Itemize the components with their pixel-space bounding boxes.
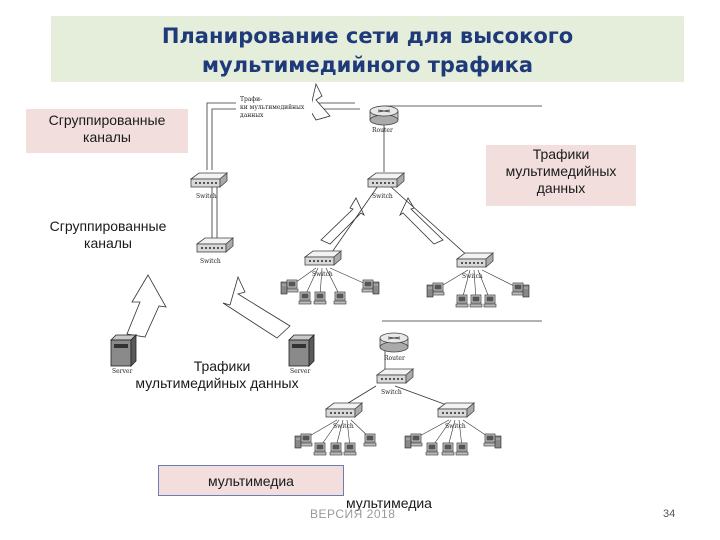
page-number: 34: [663, 508, 676, 520]
label-line: Трафики: [532, 146, 590, 162]
slide-title-line-1: Планирование сети для высокого: [161, 24, 574, 48]
svg-text:Трафи-: Трафи-: [240, 96, 262, 103]
grouped-channels-label-mid: Сгруппированные каналы: [38, 218, 178, 252]
multimedia-traffic-label-right: Трафики мультимедийных данных: [486, 145, 636, 206]
switch-icon: [325, 402, 363, 418]
traffic-arrows-upper: [320, 197, 444, 245]
label-line: Сгруппированные: [49, 218, 167, 234]
workstation-group: [294, 433, 377, 456]
switch-icon: [367, 172, 405, 188]
router-icon: [379, 332, 409, 353]
svg-text:Switch: Switch: [381, 389, 402, 396]
switch-icon: [376, 368, 414, 384]
multimedia-label-bottom: мультимедиа: [346, 495, 432, 511]
multimedia-box: мультимедиа: [158, 465, 344, 496]
svg-text:Switch: Switch: [200, 258, 221, 265]
svg-text:Switch: Switch: [462, 273, 483, 280]
traffic-lightning-icon: [309, 82, 331, 121]
switch-icon: [437, 402, 475, 418]
router-icon: [369, 105, 399, 126]
grouped-channels-label-top: Сгруппированные каналы: [26, 109, 188, 153]
switch-icon: [456, 252, 494, 268]
label-line: Трафики: [193, 358, 251, 374]
footer-version: ВЕРСИЯ 2018: [310, 507, 396, 521]
label-line: Сгруппированные: [48, 112, 166, 128]
svg-text:Router: Router: [372, 127, 393, 134]
label-line: каналы: [84, 235, 132, 251]
traffic-arrows-lower: [126, 274, 291, 339]
svg-text:Switch: Switch: [196, 193, 217, 200]
svg-text:Server: Server: [290, 368, 310, 375]
multimedia-traffic-label-bottom: Трафики мультимедийных данных: [112, 358, 322, 392]
label-line: данных: [536, 180, 586, 196]
label-line: каналы: [83, 129, 131, 145]
switch-icon: [196, 237, 234, 253]
slide-title-line-2: мультимедийного трафика: [201, 53, 534, 77]
title-box: Планирование сети для высокого мультимед…: [51, 16, 684, 82]
workstation-group: [426, 282, 530, 308]
svg-text:Router: Router: [384, 355, 405, 362]
svg-text:Switch: Switch: [333, 423, 354, 430]
workstation-group: [404, 433, 502, 456]
workstation-group: [280, 279, 380, 305]
svg-text:данных: данных: [240, 112, 264, 119]
svg-text:Switch: Switch: [445, 423, 466, 430]
switch-icon: [190, 172, 228, 188]
svg-text:Server: Server: [112, 368, 132, 375]
svg-text:Switch: Switch: [372, 193, 393, 200]
svg-text:Switch: Switch: [312, 271, 333, 278]
label-line: мультимедийных: [505, 163, 617, 179]
label-line: мультимедийных данных: [135, 375, 299, 391]
switch-icon: [304, 250, 342, 266]
svg-text:ки мультимедийных: ки мультимедийных: [240, 104, 305, 111]
